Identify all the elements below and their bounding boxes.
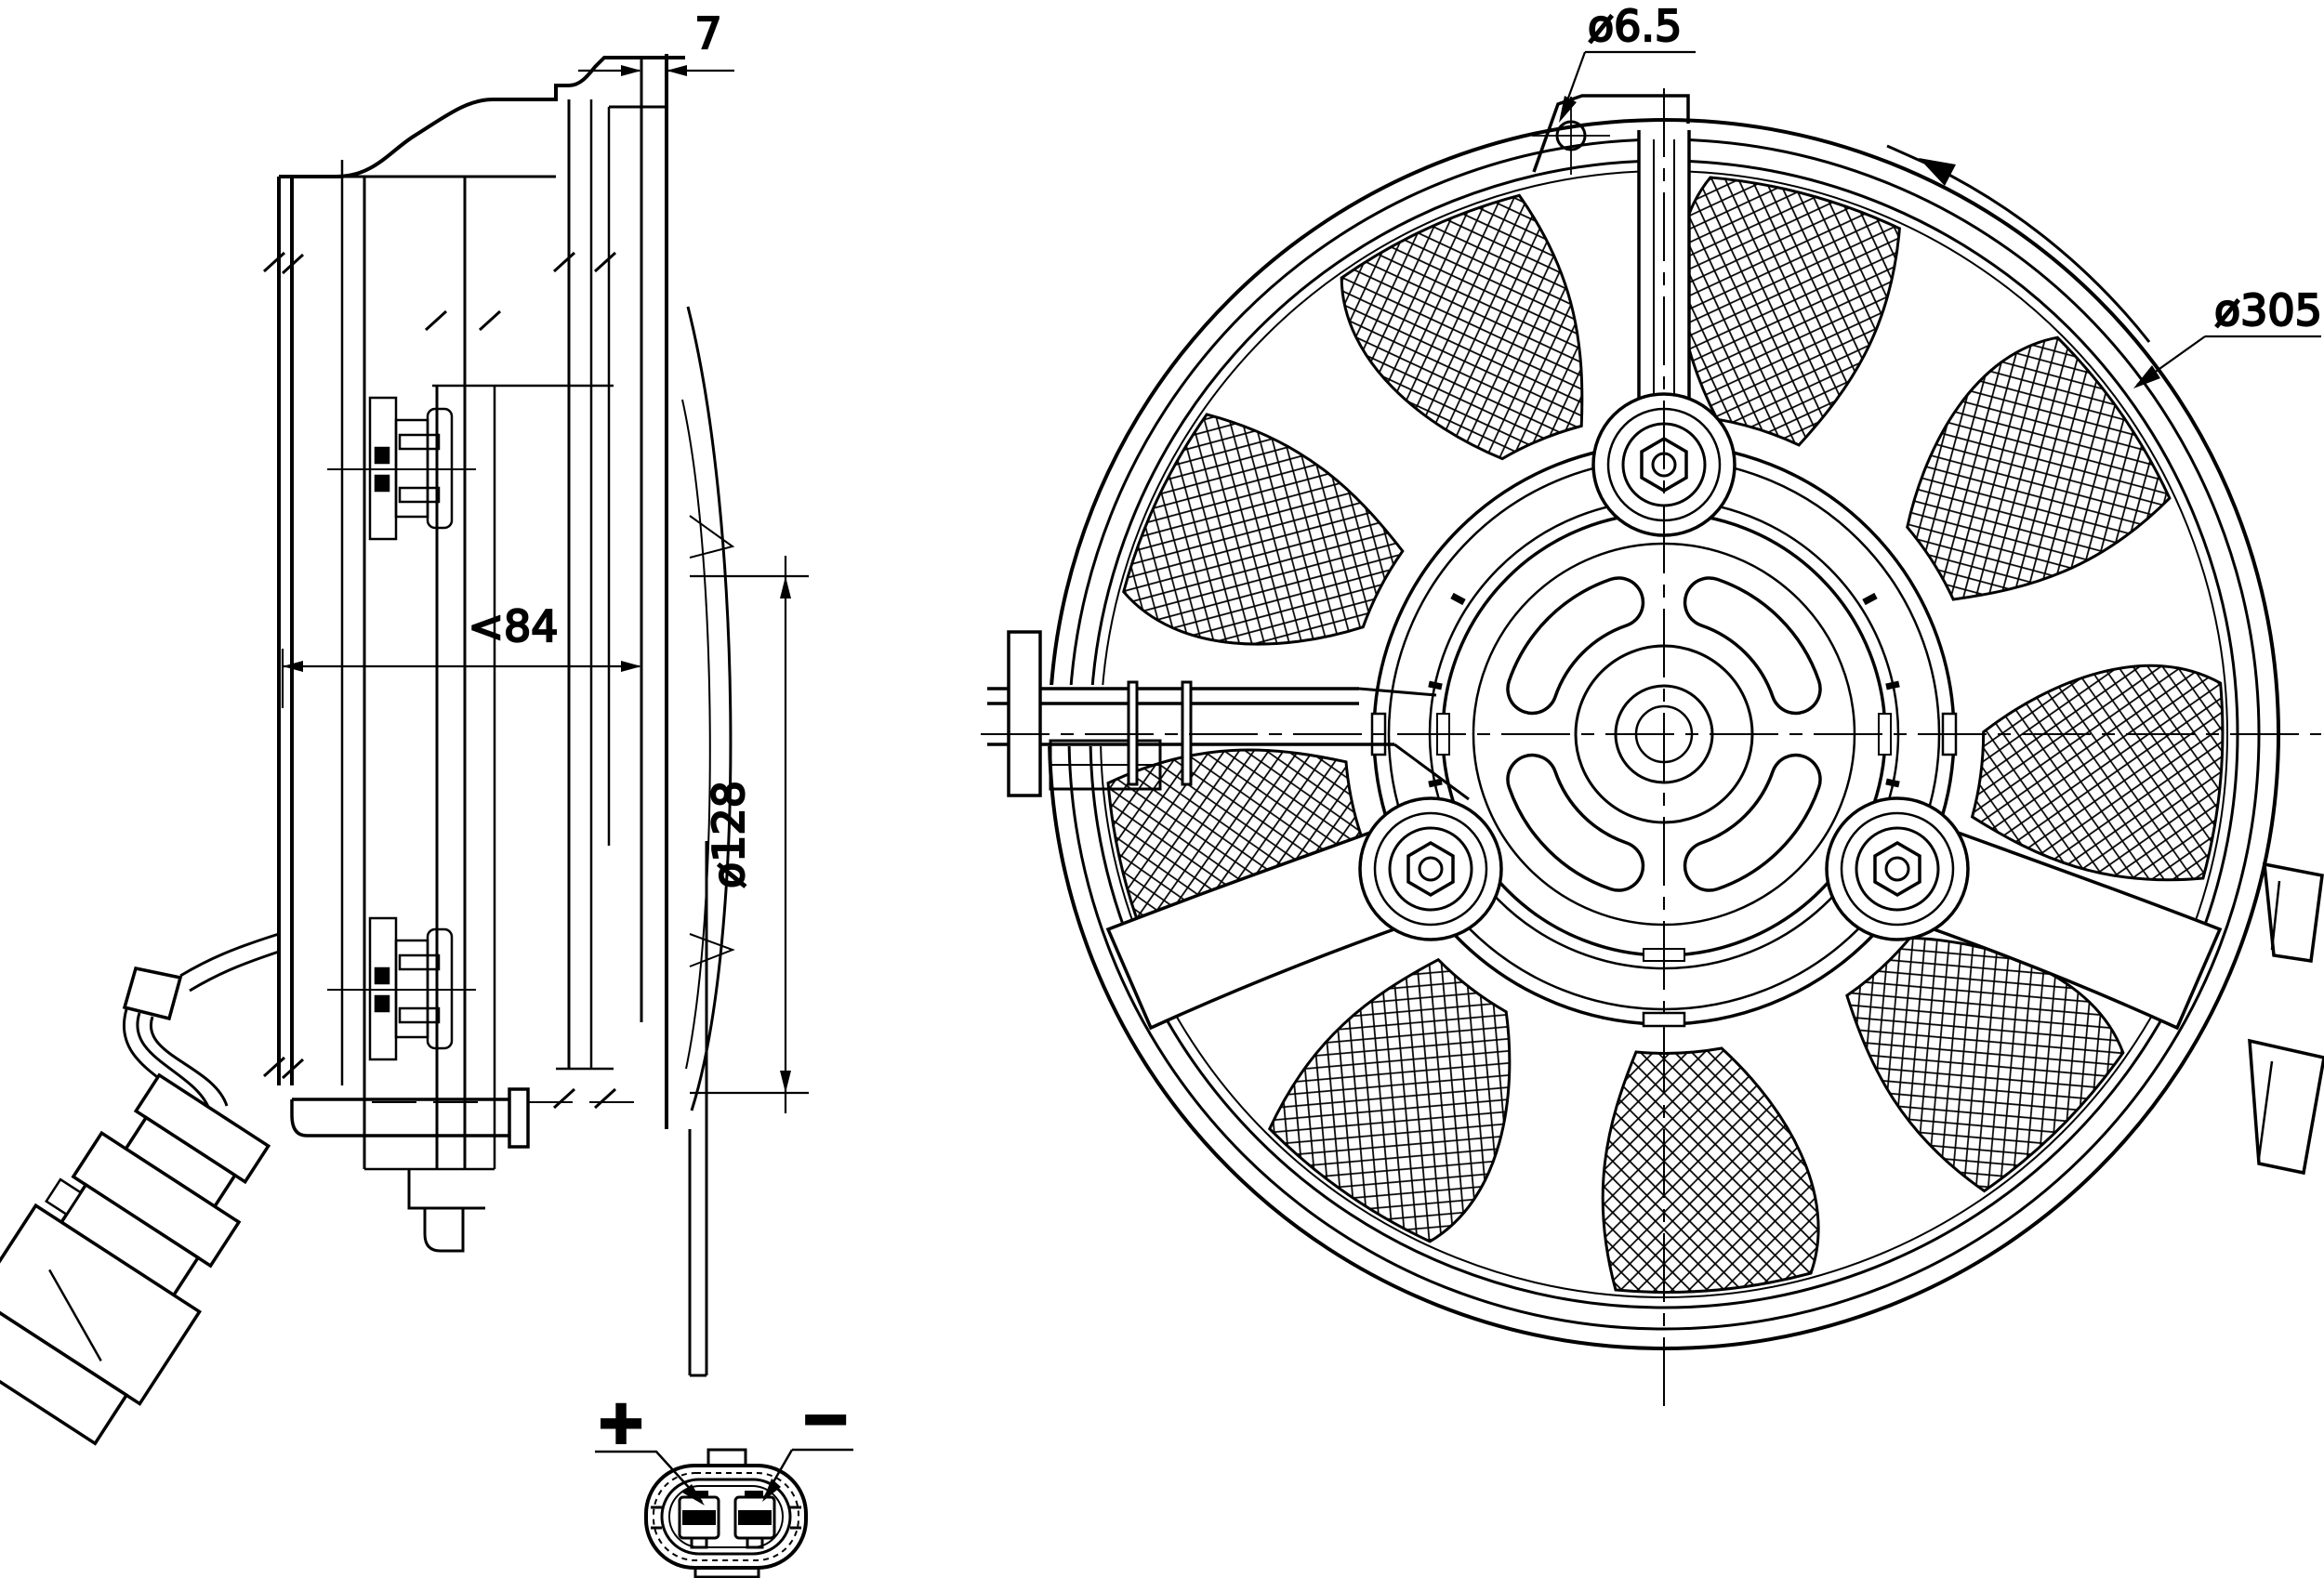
polarity-leaders [595,1448,853,1506]
centerlines [981,88,2321,1411]
motor-mount-detail [327,396,476,1061]
wire-harness [0,932,280,1446]
bracket-arm [290,1087,651,1149]
wire-conduit [987,630,1470,801]
dimension-flange-offset: 7 [578,7,734,93]
front-view [981,88,2324,1411]
dimension-hole-diameter: ø6.5 [1559,0,1696,123]
dimensions: 7 <84 ø128 ø6.5 [281,0,2323,1113]
side-view [0,54,735,1446]
dimension-motor-diameter: ø128 [690,556,809,1113]
dim-7-label: 7 [694,8,721,59]
rotation-arrow-icon [1886,144,2151,343]
side-profile [277,54,735,1377]
dim-305-label: ø305 [2214,285,2322,335]
break-marks [262,251,617,1110]
dim-84-label: <84 [468,601,558,651]
harness-plug [0,1072,271,1446]
plus-label: + [596,1388,646,1457]
mounting-tab [1532,94,1690,175]
dimension-depth: <84 [281,600,641,708]
bolt [1358,796,1503,941]
motor-vent-slots [1506,576,1822,892]
hub-bolts [1358,392,1970,941]
dim-128-label: ø128 [704,781,754,888]
mounting-clips [2248,861,2324,1176]
connector-detail: + − [594,1383,853,1578]
dimension-fan-diameter: ø305 [2133,284,2323,388]
bolt [1825,796,1970,941]
minus-label: − [800,1385,851,1453]
dim-6-5-label: ø6.5 [1588,1,1682,51]
